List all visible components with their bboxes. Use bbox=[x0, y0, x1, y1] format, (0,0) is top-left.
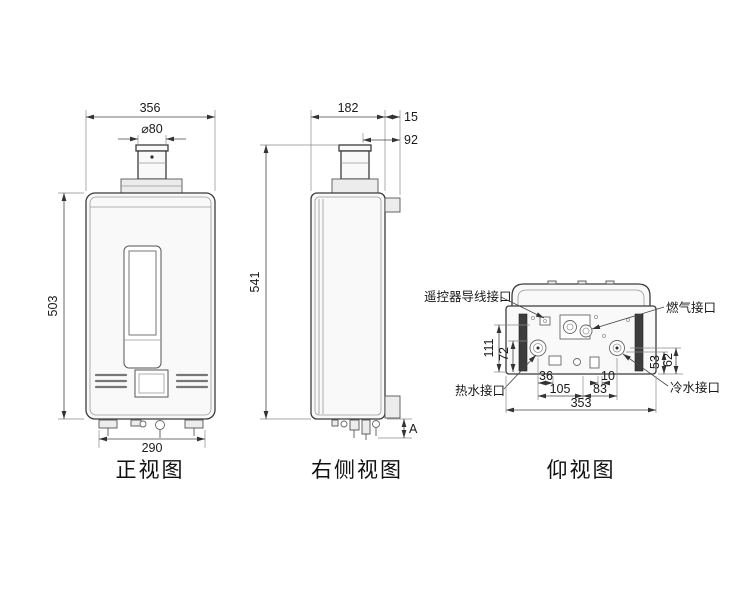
gas-valve-dial bbox=[563, 320, 577, 334]
gas-port-inner bbox=[582, 327, 590, 335]
label-remote-connector: 遥控器导线接口 bbox=[424, 289, 512, 304]
control-panel-window bbox=[128, 250, 157, 336]
rating-plate-inner bbox=[138, 373, 165, 394]
remote-wire-connector bbox=[539, 316, 551, 326]
dim-front-width: 356 bbox=[140, 101, 161, 115]
flue-pipe-lip-side bbox=[338, 144, 372, 152]
flue-pipe-lip bbox=[135, 144, 169, 152]
dim-bottom-10: 10 bbox=[601, 369, 615, 383]
flue-pipe-side bbox=[340, 150, 370, 180]
gas-port bbox=[579, 324, 593, 338]
dim-side-height: 541 bbox=[248, 272, 262, 293]
heater-body-side bbox=[310, 192, 386, 420]
screw bbox=[602, 333, 607, 338]
front-view: 356 ⌀80 503 290 正视图 bbox=[46, 101, 216, 482]
label-cold-water-port: 冷水接口 bbox=[670, 380, 720, 395]
bottom-view: 遥控器导线接口 燃气接口 热水接口 冷水接口 111 72 36 10 105 … bbox=[424, 280, 720, 482]
dim-bottom-105: 105 bbox=[550, 382, 571, 396]
screw bbox=[531, 315, 536, 320]
leader-hot bbox=[503, 354, 537, 390]
cold-water-port-inner bbox=[612, 343, 622, 353]
mounting-bracket-right bbox=[634, 313, 644, 372]
hot-water-port-center bbox=[536, 346, 540, 350]
dim-side-a: A bbox=[409, 422, 418, 436]
dim-bottom-111: 111 bbox=[482, 338, 496, 357]
dim-bottom-83: 83 bbox=[593, 382, 607, 396]
side-view: 182 15 92 541 A 右侧视图 bbox=[248, 101, 418, 482]
flue-rivet bbox=[150, 155, 154, 159]
flue-pipe bbox=[137, 150, 167, 180]
leader-cold bbox=[622, 353, 669, 387]
leader-gas bbox=[591, 306, 665, 330]
wall-bracket-top bbox=[384, 197, 401, 213]
dim-flue-diameter: ⌀80 bbox=[141, 122, 162, 136]
dim-front-bottom-width: 290 bbox=[142, 441, 163, 455]
casing-tab bbox=[547, 280, 557, 285]
cold-water-port-center bbox=[615, 346, 619, 350]
dim-front-height: 503 bbox=[46, 296, 60, 317]
dim-side-flue-offset: 92 bbox=[404, 133, 418, 147]
bottom-fittings-front bbox=[98, 419, 204, 438]
casing-tab bbox=[605, 280, 615, 285]
heater-body-side-inner bbox=[314, 196, 382, 416]
dim-bottom-62: 62 bbox=[661, 353, 675, 367]
rating-plate bbox=[134, 369, 169, 398]
front-view-title: 正视图 bbox=[116, 459, 185, 482]
mounting-bracket-left bbox=[518, 313, 528, 372]
label-gas-port: 燃气接口 bbox=[666, 300, 716, 315]
casing-curve bbox=[511, 283, 651, 309]
bottom-view-title: 仰视图 bbox=[547, 459, 616, 482]
screw bbox=[594, 314, 599, 319]
gas-valve-dial-inner bbox=[566, 323, 574, 331]
dim-bottom-353: 353 bbox=[571, 396, 592, 410]
wall-bracket-bottom bbox=[384, 395, 401, 419]
dim-bottom-72: 72 bbox=[497, 347, 511, 361]
casing-tab bbox=[577, 280, 587, 285]
screw bbox=[573, 358, 581, 366]
drain-fitting bbox=[548, 355, 562, 366]
dim-bottom-53: 53 bbox=[648, 355, 662, 369]
remote-wire-hole bbox=[543, 319, 547, 323]
casing-curve-inner bbox=[517, 289, 645, 308]
leader-remote bbox=[500, 296, 545, 319]
vent-slats-left bbox=[94, 373, 128, 389]
flue-collar-side bbox=[331, 178, 379, 194]
side-view-title: 右侧视图 bbox=[311, 459, 403, 482]
dim-side-depth: 182 bbox=[338, 101, 359, 115]
hot-water-port-inner bbox=[533, 343, 543, 353]
dim-side-back: 15 bbox=[404, 110, 418, 124]
dim-bottom-36: 36 bbox=[539, 369, 553, 383]
vent-slats-right bbox=[175, 373, 209, 389]
junction-box bbox=[589, 356, 600, 369]
label-hot-water-port: 热水接口 bbox=[455, 383, 505, 398]
bottom-fittings-side bbox=[331, 419, 380, 440]
heater-body-inner-line bbox=[89, 196, 212, 416]
